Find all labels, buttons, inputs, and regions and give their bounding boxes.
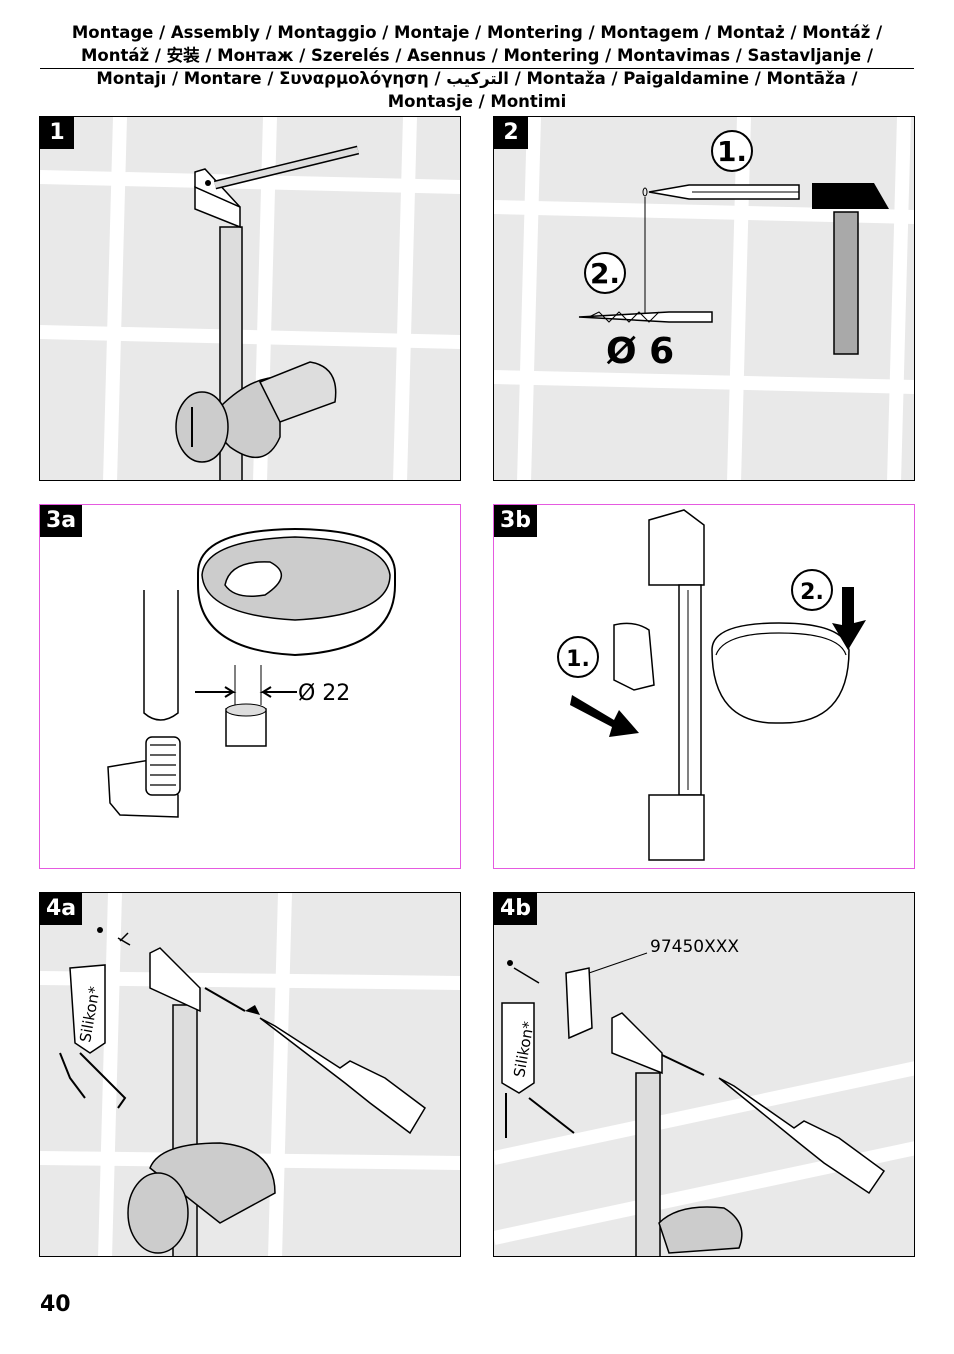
screwdriver xyxy=(718,1077,886,1195)
arrow-down xyxy=(832,587,866,650)
step-2-number: 2. xyxy=(800,580,824,605)
soap-dish-illustration: Ø 22 xyxy=(107,527,396,818)
drill-bit xyxy=(578,311,713,323)
plug xyxy=(145,736,181,796)
panel-label: 3b xyxy=(494,505,538,537)
shower-rail-illustration xyxy=(40,117,460,480)
title-rule xyxy=(40,68,914,69)
assembly-title-cont: Montajı / Montare / Συναρμολόγηση / التر… xyxy=(40,67,914,113)
panel-3a: Ø 22 3a xyxy=(39,504,461,869)
panel-label: 1 xyxy=(40,117,74,149)
screw-mounting-illustration: Silikon* xyxy=(40,893,460,1256)
part-number: 97450XXX xyxy=(650,937,739,957)
assembly-title: Montage / Assembly / Montaggio / Montaje… xyxy=(40,21,914,67)
silicone-cartridge xyxy=(69,964,106,1054)
screwdriver xyxy=(259,1017,426,1135)
step-1-number: 1. xyxy=(717,135,747,168)
title-line-4: Montasje / Montimi xyxy=(387,92,567,111)
title-line-3: Montajı / Montare / Συναρμολόγηση / التر… xyxy=(96,69,858,88)
drilling-illustration: 1. 2. Ø 6 xyxy=(494,117,914,480)
panel-4a: Silikon* 4a xyxy=(39,892,461,1257)
title-line-1: Montage / Assembly / Montaggio / Montaje… xyxy=(71,23,883,42)
panel-label: 2 xyxy=(494,117,528,149)
panel-3b: 1. 2. 3b xyxy=(493,504,915,869)
rail-top-bracket xyxy=(648,509,705,586)
panel-label: 4a xyxy=(40,893,83,925)
step-2-number: 2. xyxy=(590,257,620,290)
wall-bracket-part xyxy=(565,967,593,1040)
page-number: 40 xyxy=(40,1292,71,1317)
step-2-circle xyxy=(791,569,833,611)
panel-4b: 97450XXX Silikon* 4b xyxy=(493,892,915,1257)
panel-label: 3a xyxy=(40,505,83,537)
rail-tube xyxy=(143,590,179,721)
clip xyxy=(613,622,655,691)
step-1-number: 1. xyxy=(566,647,590,672)
rail-tube xyxy=(678,584,702,796)
title-line-2: Montáž / 安装 / Монтаж / Szerelés / Asennu… xyxy=(81,46,873,65)
step-2-circle xyxy=(584,252,626,294)
drill-diameter: Ø 6 xyxy=(606,331,674,372)
clip-illustration: 1. 2. xyxy=(557,509,866,861)
panel-1: 1 xyxy=(39,116,461,481)
silicone-cartridge xyxy=(501,1002,535,1094)
soap-dish xyxy=(711,622,850,724)
hammer-head xyxy=(812,183,889,209)
step-1-circle xyxy=(711,130,753,172)
rail-bottom-bracket xyxy=(648,794,705,861)
hammer-handle xyxy=(833,211,859,355)
panel-2: 1. 2. Ø 6 2 xyxy=(493,116,915,481)
step-1-circle xyxy=(557,636,599,678)
diameter-label: Ø 22 xyxy=(298,681,350,706)
bracket-mounting-illustration: 97450XXX Silikon* xyxy=(494,937,914,1256)
panel-label: 4b xyxy=(494,893,538,925)
arrow-right-down xyxy=(570,695,639,737)
